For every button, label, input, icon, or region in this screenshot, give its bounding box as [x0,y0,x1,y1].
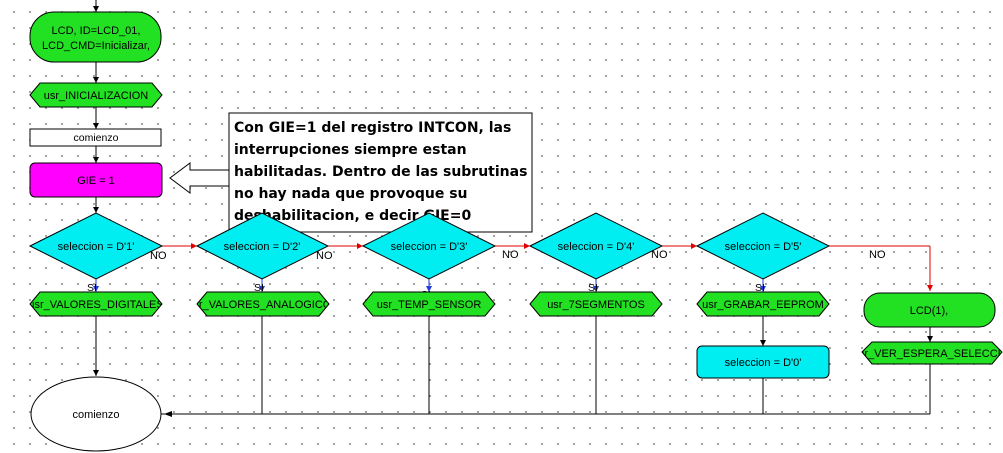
decision-5-label: seleccion = D'5' [725,241,802,253]
routine-5-label: usr_GRABAR_EEPROM [702,299,824,311]
gie-label: GIE = 1 [77,175,115,187]
wait-routine-label: usr_VER_ESPERA_SELECCION [853,348,1003,360]
comment-line-2: interrupciones siempre estan [234,142,467,158]
decision-3[interactable]: seleccion = D'3' [361,212,497,280]
routine-1[interactable]: usr_VALORES_DIGITALES [28,291,163,317]
routine-3-label: usr_TEMP_SENSOR [377,299,482,311]
comienzo-end-block[interactable]: comienzo [30,376,162,452]
comienzo-end-label: comienzo [72,409,119,421]
decision-2[interactable]: seleccion = D'2' [195,212,330,280]
flow-connectors [95,0,931,415]
decision-2-label: seleccion = D'2' [224,241,301,253]
lcd-output-label: LCD(1), [910,305,949,317]
decision-4-label: seleccion = D'4' [558,241,635,253]
routine-2[interactable]: usr_VALORES_ANALOGICOS [187,291,338,317]
comment-line-5: deshabilitacion, e decir GIE=0 [234,208,471,224]
wait-routine[interactable]: usr_VER_ESPERA_SELECCION [853,341,1003,365]
lcd-output-block[interactable]: LCD(1), [863,292,996,328]
routine-5[interactable]: usr_GRABAR_EEPROM [696,291,830,317]
decision-2-no-label: NO [316,250,333,262]
decision-1-no-label: NO [150,250,167,262]
decision-2-yes-label: SI [254,282,264,294]
decision-5-no-label: NO [869,249,886,261]
decision-4[interactable]: seleccion = D'4' [528,212,664,280]
comment-box[interactable]: Con GIE=1 del registro INTCON, las inter… [228,112,533,233]
comment-line-1: Con GIE=1 del registro INTCON, las [234,120,511,136]
reset-selection-block[interactable]: seleccion = D'0' [696,345,830,379]
init-routine-label: usr_INICIALIZACION [44,90,149,102]
decision-1-yes-label: SI [87,282,97,294]
init-routine-block[interactable]: usr_INICIALIZACION [29,82,163,108]
decision-4-yes-label: SI [588,282,598,294]
routine-4-label: usr_7SEGMENTOS [547,299,645,311]
comment-line-3: habilitadas. Dentro de las subrutinas [234,164,527,180]
lcd-init-line1: LCD, ID=LCD_01, [52,25,141,37]
lcd-init-line2: LCD_CMD=Inicializar, [42,40,150,52]
decision-3-label: seleccion = D'3' [391,241,468,253]
arrow-heads [93,6,933,417]
routine-2-label: usr_VALORES_ANALOGICOS [187,299,338,311]
routine-4[interactable]: usr_7SEGMENTOS [529,291,663,317]
decision-1-label: seleccion = D'1' [58,241,135,253]
reset-selection-label: seleccion = D'0' [725,357,802,369]
comienzo-label-block[interactable]: comienzo [29,128,162,147]
decision-1[interactable]: seleccion = D'1' [28,212,164,280]
decision-3-no-label: NO [502,249,519,261]
comienzo-label: comienzo [74,132,119,144]
lcd-init-block[interactable]: LCD, ID=LCD_01, LCD_CMD=Inicializar, [29,11,162,63]
decision-4-no-label: NO [651,249,668,261]
decision-5-yes-label: SI [755,282,765,294]
no-arrow-heads [191,243,933,291]
gie-block[interactable]: GIE = 1 [29,162,163,198]
yes-arrow-heads [93,286,766,292]
routine-3[interactable]: usr_TEMP_SENSOR [362,291,496,317]
decision-5[interactable]: seleccion = D'5' [695,212,831,280]
comment-line-4: no hay nada que provoque su [234,186,468,202]
routine-1-label: usr_VALORES_DIGITALES [28,299,163,311]
